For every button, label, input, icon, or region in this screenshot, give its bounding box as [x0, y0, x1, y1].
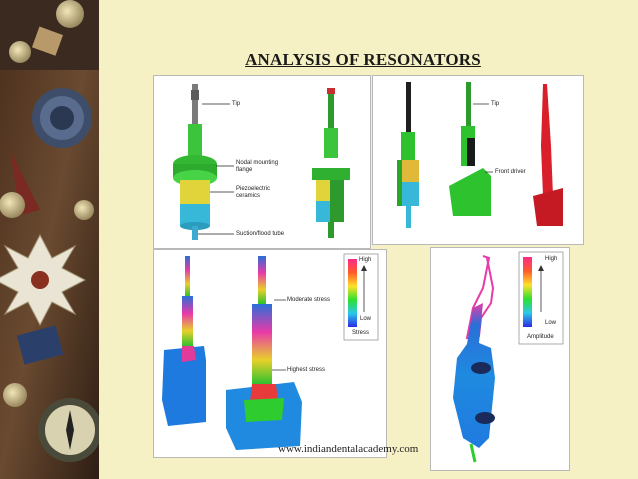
- stress-map-diagram: [162, 253, 379, 450]
- coin-icon: [3, 383, 27, 407]
- suction-tube-label: Suction/flood tube: [236, 231, 285, 237]
- legend-low: Low: [545, 320, 557, 326]
- front-driver-label: Front driver: [495, 169, 526, 175]
- coin-icon: [9, 41, 31, 63]
- legend-title: Stress: [352, 330, 370, 336]
- tip-label: Tip: [232, 101, 241, 107]
- front-driver-panel: Tip Front driver: [372, 75, 584, 245]
- resonator-parts-diagram: [173, 84, 350, 240]
- coin-icon: [74, 200, 94, 220]
- decorative-medal-strip: [0, 0, 99, 479]
- nodal-flange-label: Nodal mounting flange: [236, 160, 279, 173]
- coin-icon: [56, 0, 84, 28]
- highest-stress-label: Highest stress: [287, 367, 326, 373]
- moderate-stress-label: Moderate stress: [287, 297, 331, 303]
- legend-high: High: [359, 257, 372, 263]
- amplitude-map-diagram: [453, 251, 564, 463]
- stress-map-panel: Moderate stress Highest stress High Low …: [153, 249, 387, 458]
- legend-low: Low: [360, 316, 372, 322]
- resonator-parts-panel: Tip Nodal mounting flange Piezoelectric …: [153, 75, 371, 249]
- front-driver-diagram: [397, 82, 563, 228]
- slide-title: ANALYSIS OF RESONATORS: [245, 50, 481, 69]
- footer-url: www.indiandentalacademy.com: [278, 443, 419, 455]
- tip-label: Tip: [491, 101, 500, 107]
- coin-icon: [0, 192, 25, 218]
- legend-high: High: [545, 256, 558, 262]
- legend-title: Amplitude: [527, 334, 554, 340]
- amplitude-map-panel: High Low Amplitude: [430, 247, 570, 471]
- piezoelectric-label: Piezoelectric ceramics: [236, 186, 271, 199]
